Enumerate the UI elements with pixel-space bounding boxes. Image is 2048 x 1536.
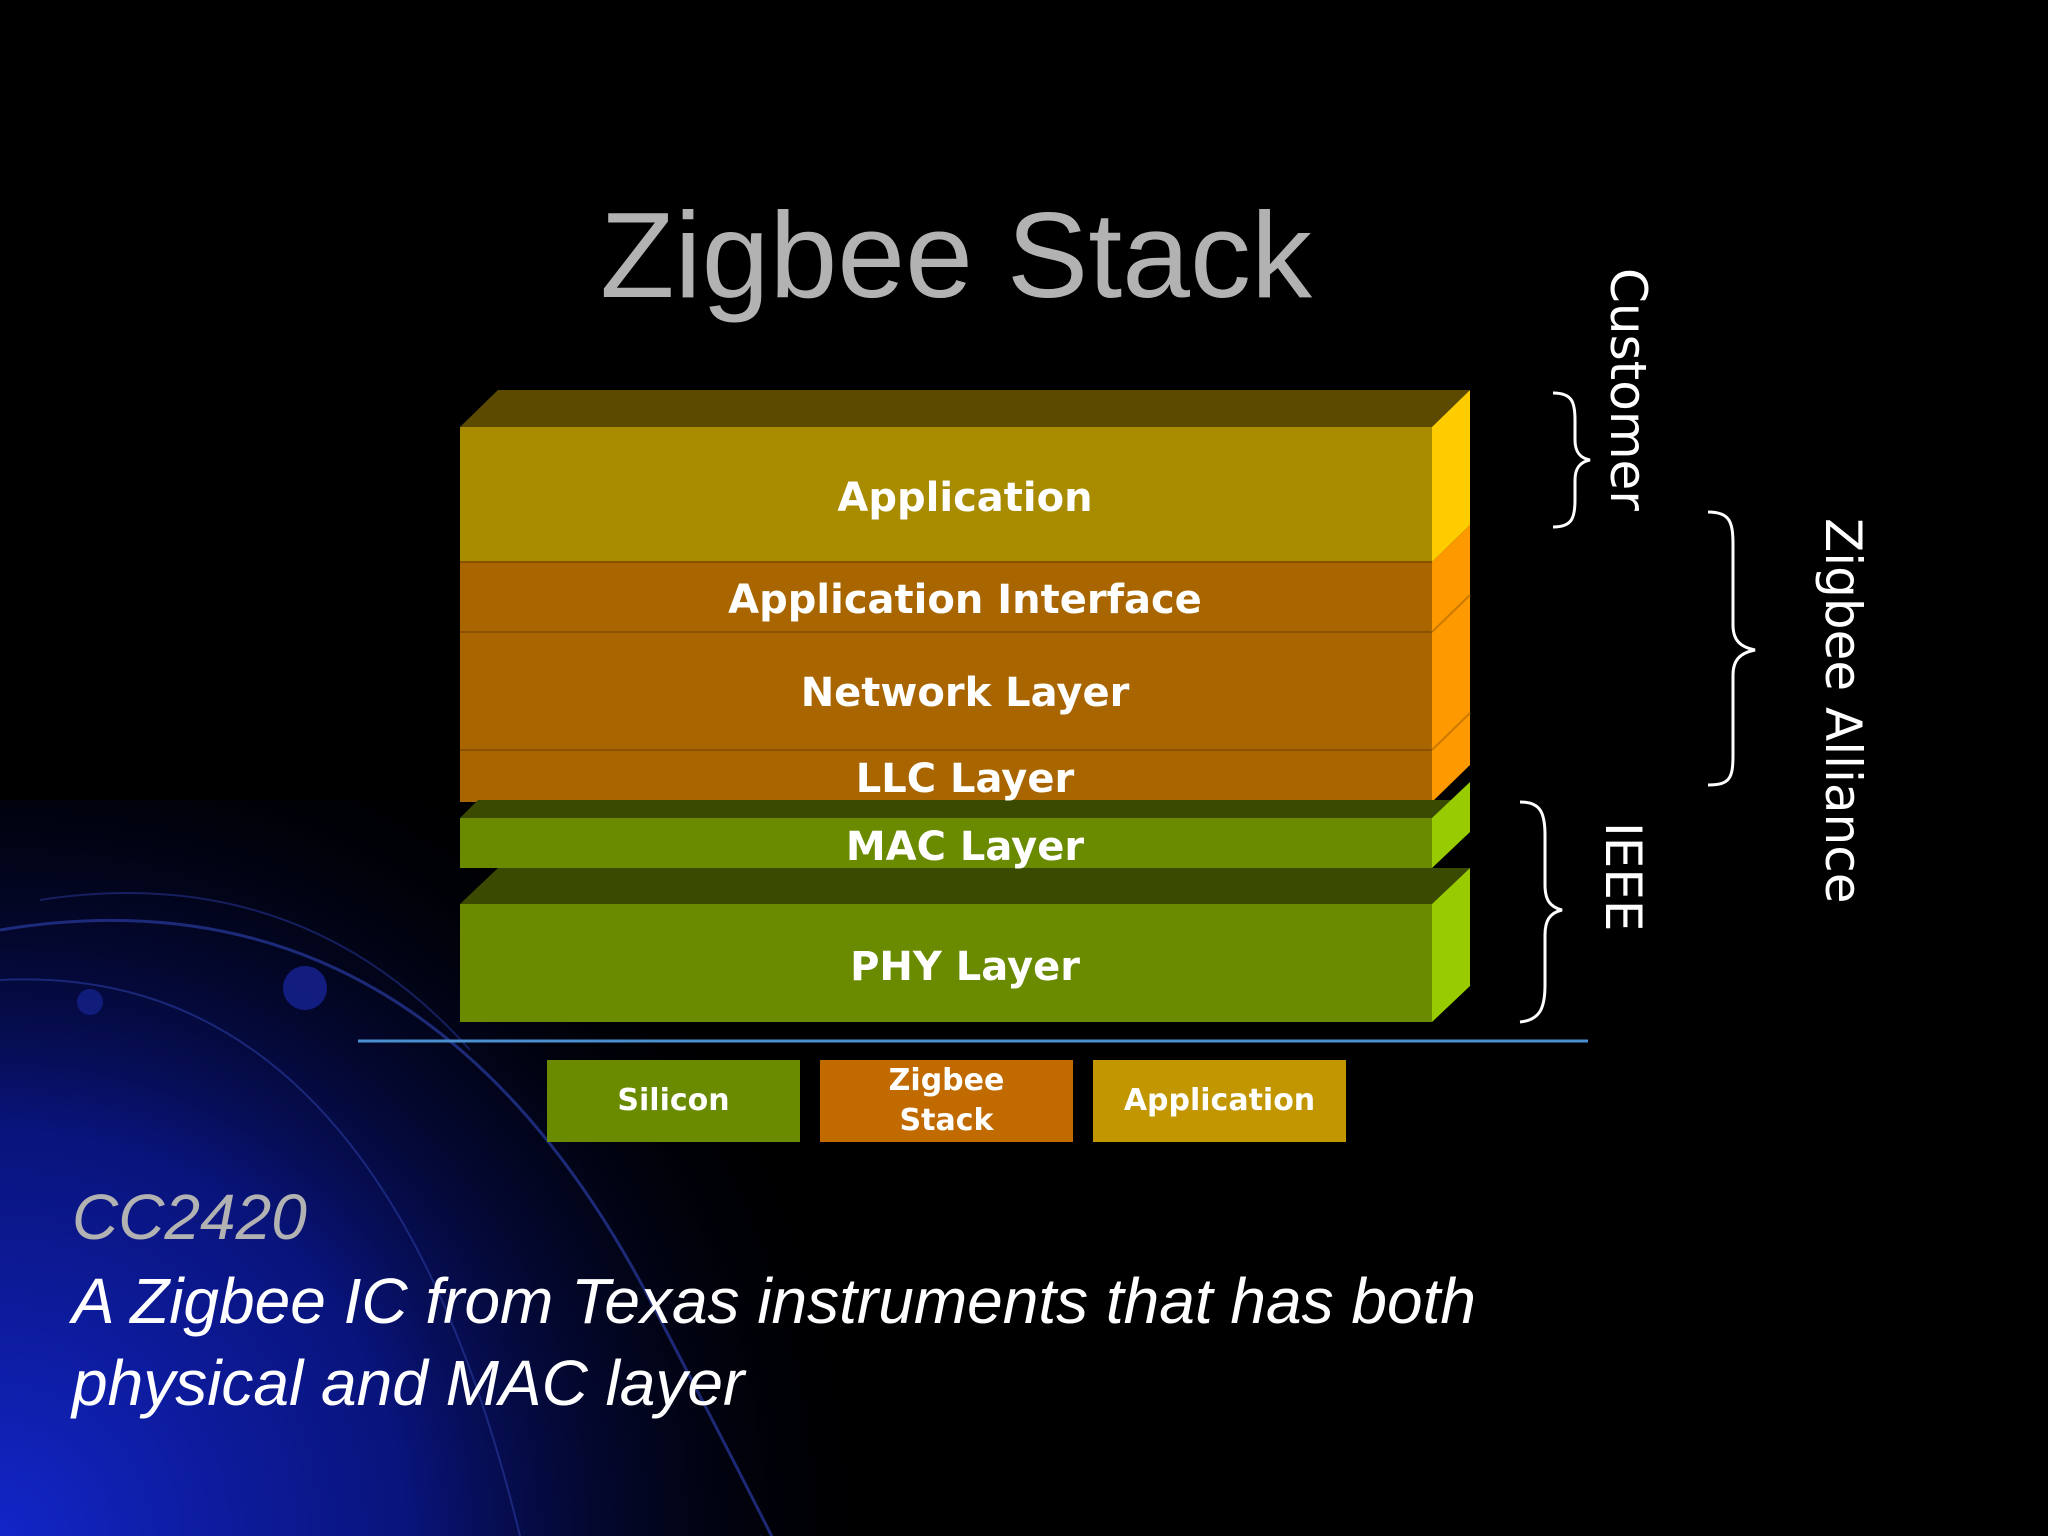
phy-front-face [460, 904, 1432, 1022]
zigbee-block-side-face [1432, 525, 1470, 802]
orb [77, 989, 103, 1015]
legend-zigbee-stack-label: Zigbee Stack [888, 1063, 1005, 1138]
layer-divider [1431, 594, 1471, 633]
legend-silicon-label: Silicon [617, 1083, 730, 1118]
layer-label-application-interface: Application Interface [728, 577, 1202, 623]
mac-side-face [1432, 782, 1470, 868]
caption-description-line-2: physical and MAC layer [72, 1347, 745, 1419]
application-top-face [460, 390, 1470, 427]
ieee-brace [1519, 800, 1563, 1024]
layer-divider [1431, 712, 1471, 751]
caption-description-line-1: A Zigbee IC from Texas instruments that … [72, 1265, 1476, 1337]
customer-group-label: Customer [1599, 268, 1657, 511]
llc-layer-front-face [460, 750, 1432, 802]
legend-zigbee-stack: Zigbee Stack [820, 1060, 1073, 1142]
layer-label-phy: PHY Layer [850, 944, 1080, 990]
zigbee-alliance-group-label: Zigbee Alliance [1814, 518, 1872, 904]
ieee-group-label: IEEE [1594, 822, 1652, 932]
slide-title: Zigbee Stack [599, 187, 1313, 323]
orbit-line [39, 892, 471, 1051]
layer-label-mac: MAC Layer [845, 824, 1085, 870]
mac-top-face [460, 800, 1470, 818]
orbit-line [0, 978, 521, 1536]
caption-chip-name: CC2420 [72, 1181, 307, 1253]
mac-front-face [460, 818, 1432, 868]
application-front-face [460, 427, 1432, 562]
legend-application-label: Application [1123, 1083, 1316, 1118]
legend-silicon: Silicon [547, 1060, 800, 1142]
layer-label-application: Application [837, 475, 1093, 521]
customer-brace [1552, 391, 1591, 529]
zigbee-alliance-brace [1707, 510, 1756, 787]
application-side-face [1432, 390, 1470, 562]
orb [283, 966, 327, 1010]
app-interface-front-face [460, 562, 1432, 632]
network-layer-front-face [460, 632, 1432, 750]
layer-label-network: Network Layer [800, 670, 1130, 716]
phy-side-face [1432, 868, 1470, 1022]
layer-label-llc: LLC Layer [855, 756, 1075, 802]
orbit-line [0, 918, 774, 1536]
legend-application: Application [1093, 1060, 1346, 1142]
phy-top-face [460, 868, 1470, 904]
